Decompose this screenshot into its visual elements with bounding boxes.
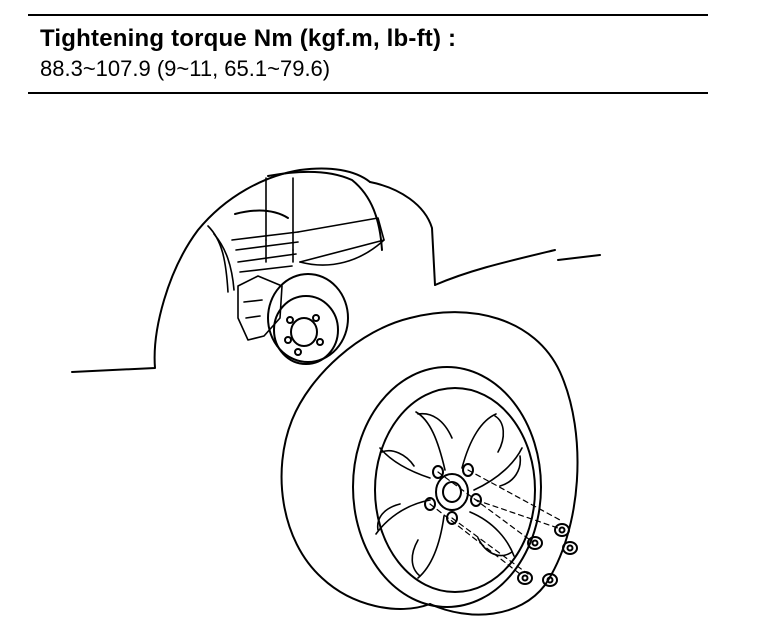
bottom-rule <box>28 92 708 94</box>
spec-title: Tightening torque Nm (kgf.m, lb-ft) : <box>40 25 457 52</box>
lug-nut <box>518 572 532 584</box>
lug-nut <box>543 574 557 586</box>
wheel-spokes <box>376 412 522 578</box>
alignment-guides <box>430 470 560 574</box>
wheel-hub <box>425 464 481 524</box>
suspension-assembly <box>208 178 384 340</box>
lug-nut <box>555 524 569 536</box>
top-rule <box>28 14 708 16</box>
spec-value: 88.3~107.9 (9~11, 65.1~79.6) <box>40 56 331 81</box>
lug-nut <box>528 537 542 549</box>
tire <box>282 312 578 615</box>
lug-nut <box>563 542 577 554</box>
torque-spec: Tightening torque Nm (kgf.m, lb-ft) : 88… <box>40 24 456 84</box>
lug-nuts <box>518 524 577 586</box>
brake-drum <box>268 274 348 364</box>
